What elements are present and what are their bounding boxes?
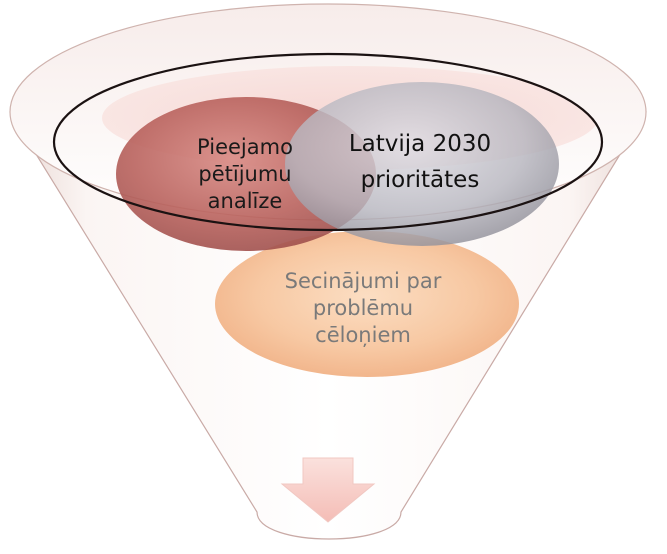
research-label: Pieejamo pētījumu analīze bbox=[150, 134, 340, 215]
conclusions-label-line: Secinājumi par bbox=[284, 269, 442, 293]
conclusions-circle bbox=[215, 231, 519, 377]
research-label-line: analīze bbox=[207, 188, 283, 213]
priorities-label-line: prioritātes bbox=[360, 166, 480, 193]
priorities-circle bbox=[285, 82, 559, 246]
down-arrow-icon bbox=[280, 457, 376, 523]
priorities-label: Latvija 2030 prioritātes bbox=[300, 127, 540, 198]
conclusions-label-line: cēloņiem bbox=[315, 322, 411, 347]
conclusions-label: Secinājumi par problēmu cēloņiem bbox=[228, 268, 498, 349]
priorities-label-line: Latvija 2030 bbox=[348, 131, 492, 157]
conclusions-label-line: problēmu bbox=[312, 295, 414, 320]
research-label-line: Pieejamo bbox=[197, 135, 293, 159]
research-label-line: pētījumu bbox=[198, 161, 292, 186]
funnel-inner-rim bbox=[52, 52, 604, 232]
